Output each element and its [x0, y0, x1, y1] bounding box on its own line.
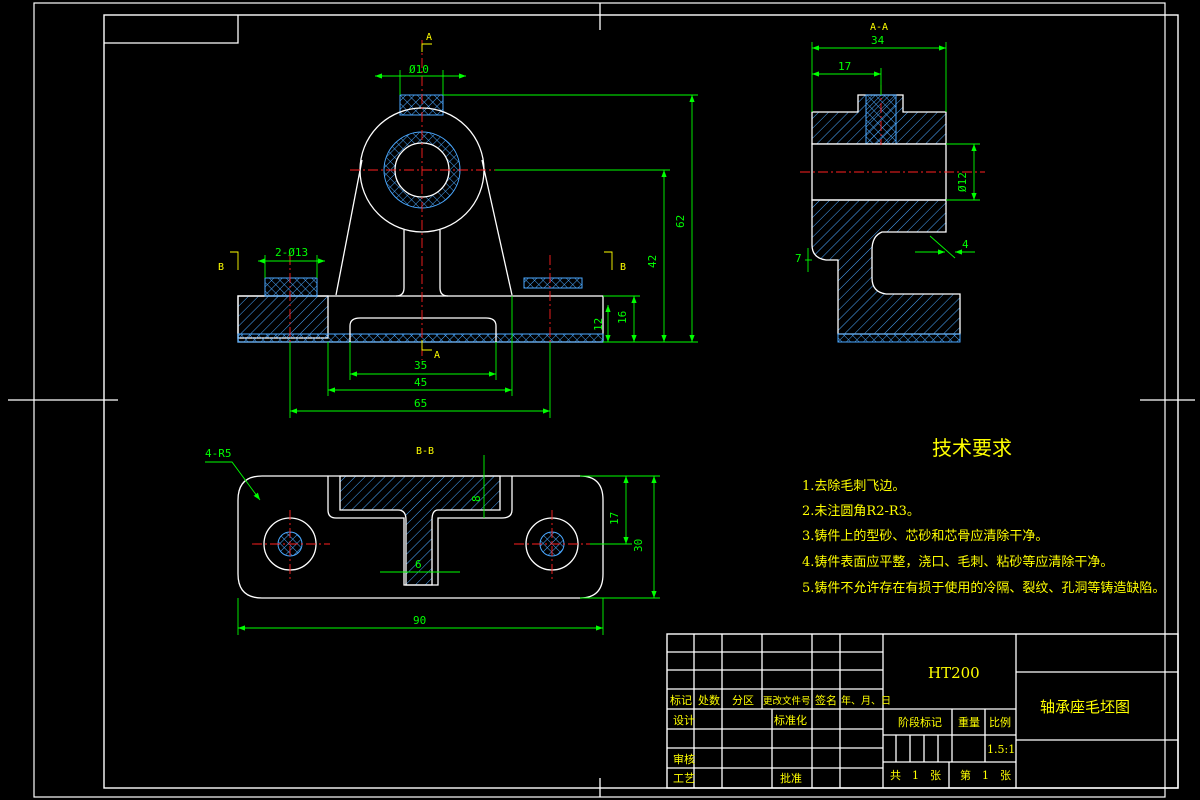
bb-rib-section	[339, 475, 501, 586]
tb-scale-label: 比例	[989, 715, 1011, 729]
dim-phi12: Ø12	[956, 172, 969, 192]
side-lower-section	[811, 199, 961, 335]
dim-12: 12	[592, 318, 605, 331]
tb-label-sign: 签名	[815, 693, 837, 707]
side-view-aa: A-A 34 17 Ø12 4 7	[795, 22, 985, 343]
section-mark-a-bottom: A	[434, 350, 440, 361]
tb-stage-mark: 阶段标记	[898, 715, 942, 729]
notes-title: 技术要求	[932, 436, 1012, 460]
note-item-1: 1.去除毛刺飞边。	[802, 479, 905, 494]
dim-62: 62	[674, 215, 687, 228]
tb-scale-value: 1.5:1	[987, 743, 1015, 756]
tb-label-design: 设计	[673, 714, 695, 727]
note-item-5: 5.铸件不允许存在有损于使用的冷隔、裂纹、孔洞等铸造缺陷。	[802, 580, 1165, 596]
tb-weight: 重量	[958, 715, 980, 729]
dim-4-r5: 4-R5	[205, 447, 232, 460]
tb-label-approve: 批准	[780, 771, 802, 785]
dim-17-side: 17	[838, 60, 851, 73]
dim-phi10: Ø10	[409, 63, 429, 76]
note-item-4: 4.铸件表面应平整，浇口、毛刺、粘砂等应清除干净。	[802, 554, 1113, 570]
dim-35: 35	[414, 359, 427, 372]
tb-label-process: 工艺	[673, 772, 695, 785]
tb-label-date: 年、月、日	[841, 694, 891, 707]
tb-sheet-unit-b: 张	[1000, 769, 1011, 782]
tb-label-change-doc: 更改文件号	[763, 695, 811, 707]
front-top-boss	[399, 94, 444, 116]
note-item-3: 3.铸件上的型砂、芯砂和芯骨应清除干净。	[802, 528, 1048, 544]
tb-label-zone: 分区	[732, 694, 754, 707]
tb-sheet-no-pre: 第	[960, 768, 971, 782]
tb-label-standardization: 标准化	[774, 713, 807, 727]
note-item-2: 2.未注圆角R2-R3。	[802, 504, 920, 519]
section-mark-b-left: B	[218, 262, 224, 273]
dim-7: 7	[795, 252, 802, 265]
dim-30: 30	[632, 539, 645, 552]
dim-65: 65	[414, 397, 427, 410]
tb-sheet-total-pre: 共	[890, 769, 901, 782]
dim-6: 6	[415, 558, 422, 571]
tb-sheet-no: 1	[982, 769, 989, 782]
dim-42: 42	[646, 255, 659, 268]
tb-label-count: 处数	[698, 694, 720, 707]
section-mark-a-top: A	[426, 32, 432, 43]
technical-requirements: 技术要求 1.去除毛刺飞边。 2.未注圆角R2-R3。 3.铸件上的型砂、芯砂和…	[802, 436, 1165, 596]
dim-4: 4	[962, 238, 969, 251]
tb-sheet-unit-a: 张	[930, 769, 941, 782]
tb-sheet-total: 1	[912, 769, 919, 782]
dim-17-bb: 17	[608, 512, 621, 525]
dim-2-phi13: 2-Ø13	[275, 246, 308, 259]
section-label-aa: A-A	[870, 22, 888, 33]
tb-material: HT200	[928, 664, 980, 682]
sheet-border	[8, 2, 1195, 798]
section-label-bb: B-B	[416, 446, 434, 457]
tb-label-mark: 标记	[670, 693, 692, 707]
dim-8: 8	[470, 495, 483, 502]
section-view-bb: B-B 90 30 17 6 8 4-R5	[205, 446, 660, 635]
dim-45: 45	[414, 376, 427, 389]
tb-drawing-name: 轴承座毛坯图	[1040, 698, 1130, 716]
front-view: Ø10 62 42 16 12 2-Ø13 35 45 65 A A	[218, 32, 698, 418]
dim-34: 34	[871, 34, 885, 47]
dim-90: 90	[413, 614, 426, 627]
dim-16: 16	[616, 311, 629, 324]
section-mark-b-right: B	[620, 262, 626, 273]
tb-label-review: 审核	[673, 752, 695, 766]
title-block: 标记 处数 分区 更改文件号 签名 年、月、日 设计 标准化 审核 工艺 批准 …	[666, 633, 1179, 789]
